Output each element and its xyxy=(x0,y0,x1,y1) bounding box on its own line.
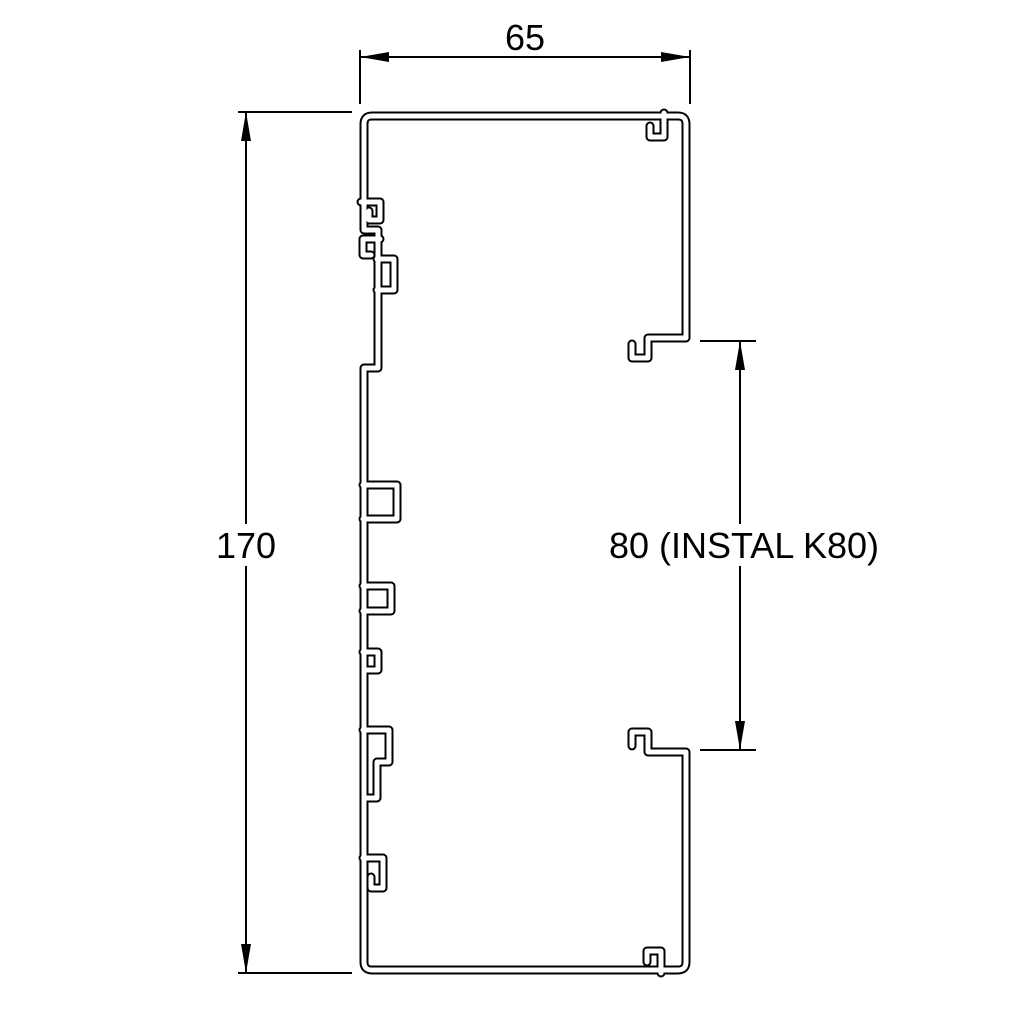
dimension-width xyxy=(359,50,691,104)
arrowhead-right-icon xyxy=(661,52,690,62)
dimension-label-opening: 80 (INSTAL K80) xyxy=(609,525,879,566)
arrowhead-up-height-icon xyxy=(241,112,251,141)
label-mask-opening xyxy=(604,524,884,566)
arrowhead-up-opening-icon xyxy=(735,341,745,370)
dimension-label-width: 65 xyxy=(505,17,545,58)
arrowhead-down-height-icon xyxy=(241,944,251,973)
dimension-label-height: 170 xyxy=(216,525,276,566)
label-mask-height xyxy=(212,524,280,566)
arrowhead-left-icon xyxy=(360,52,389,62)
arrowhead-down-opening-icon xyxy=(735,721,745,750)
